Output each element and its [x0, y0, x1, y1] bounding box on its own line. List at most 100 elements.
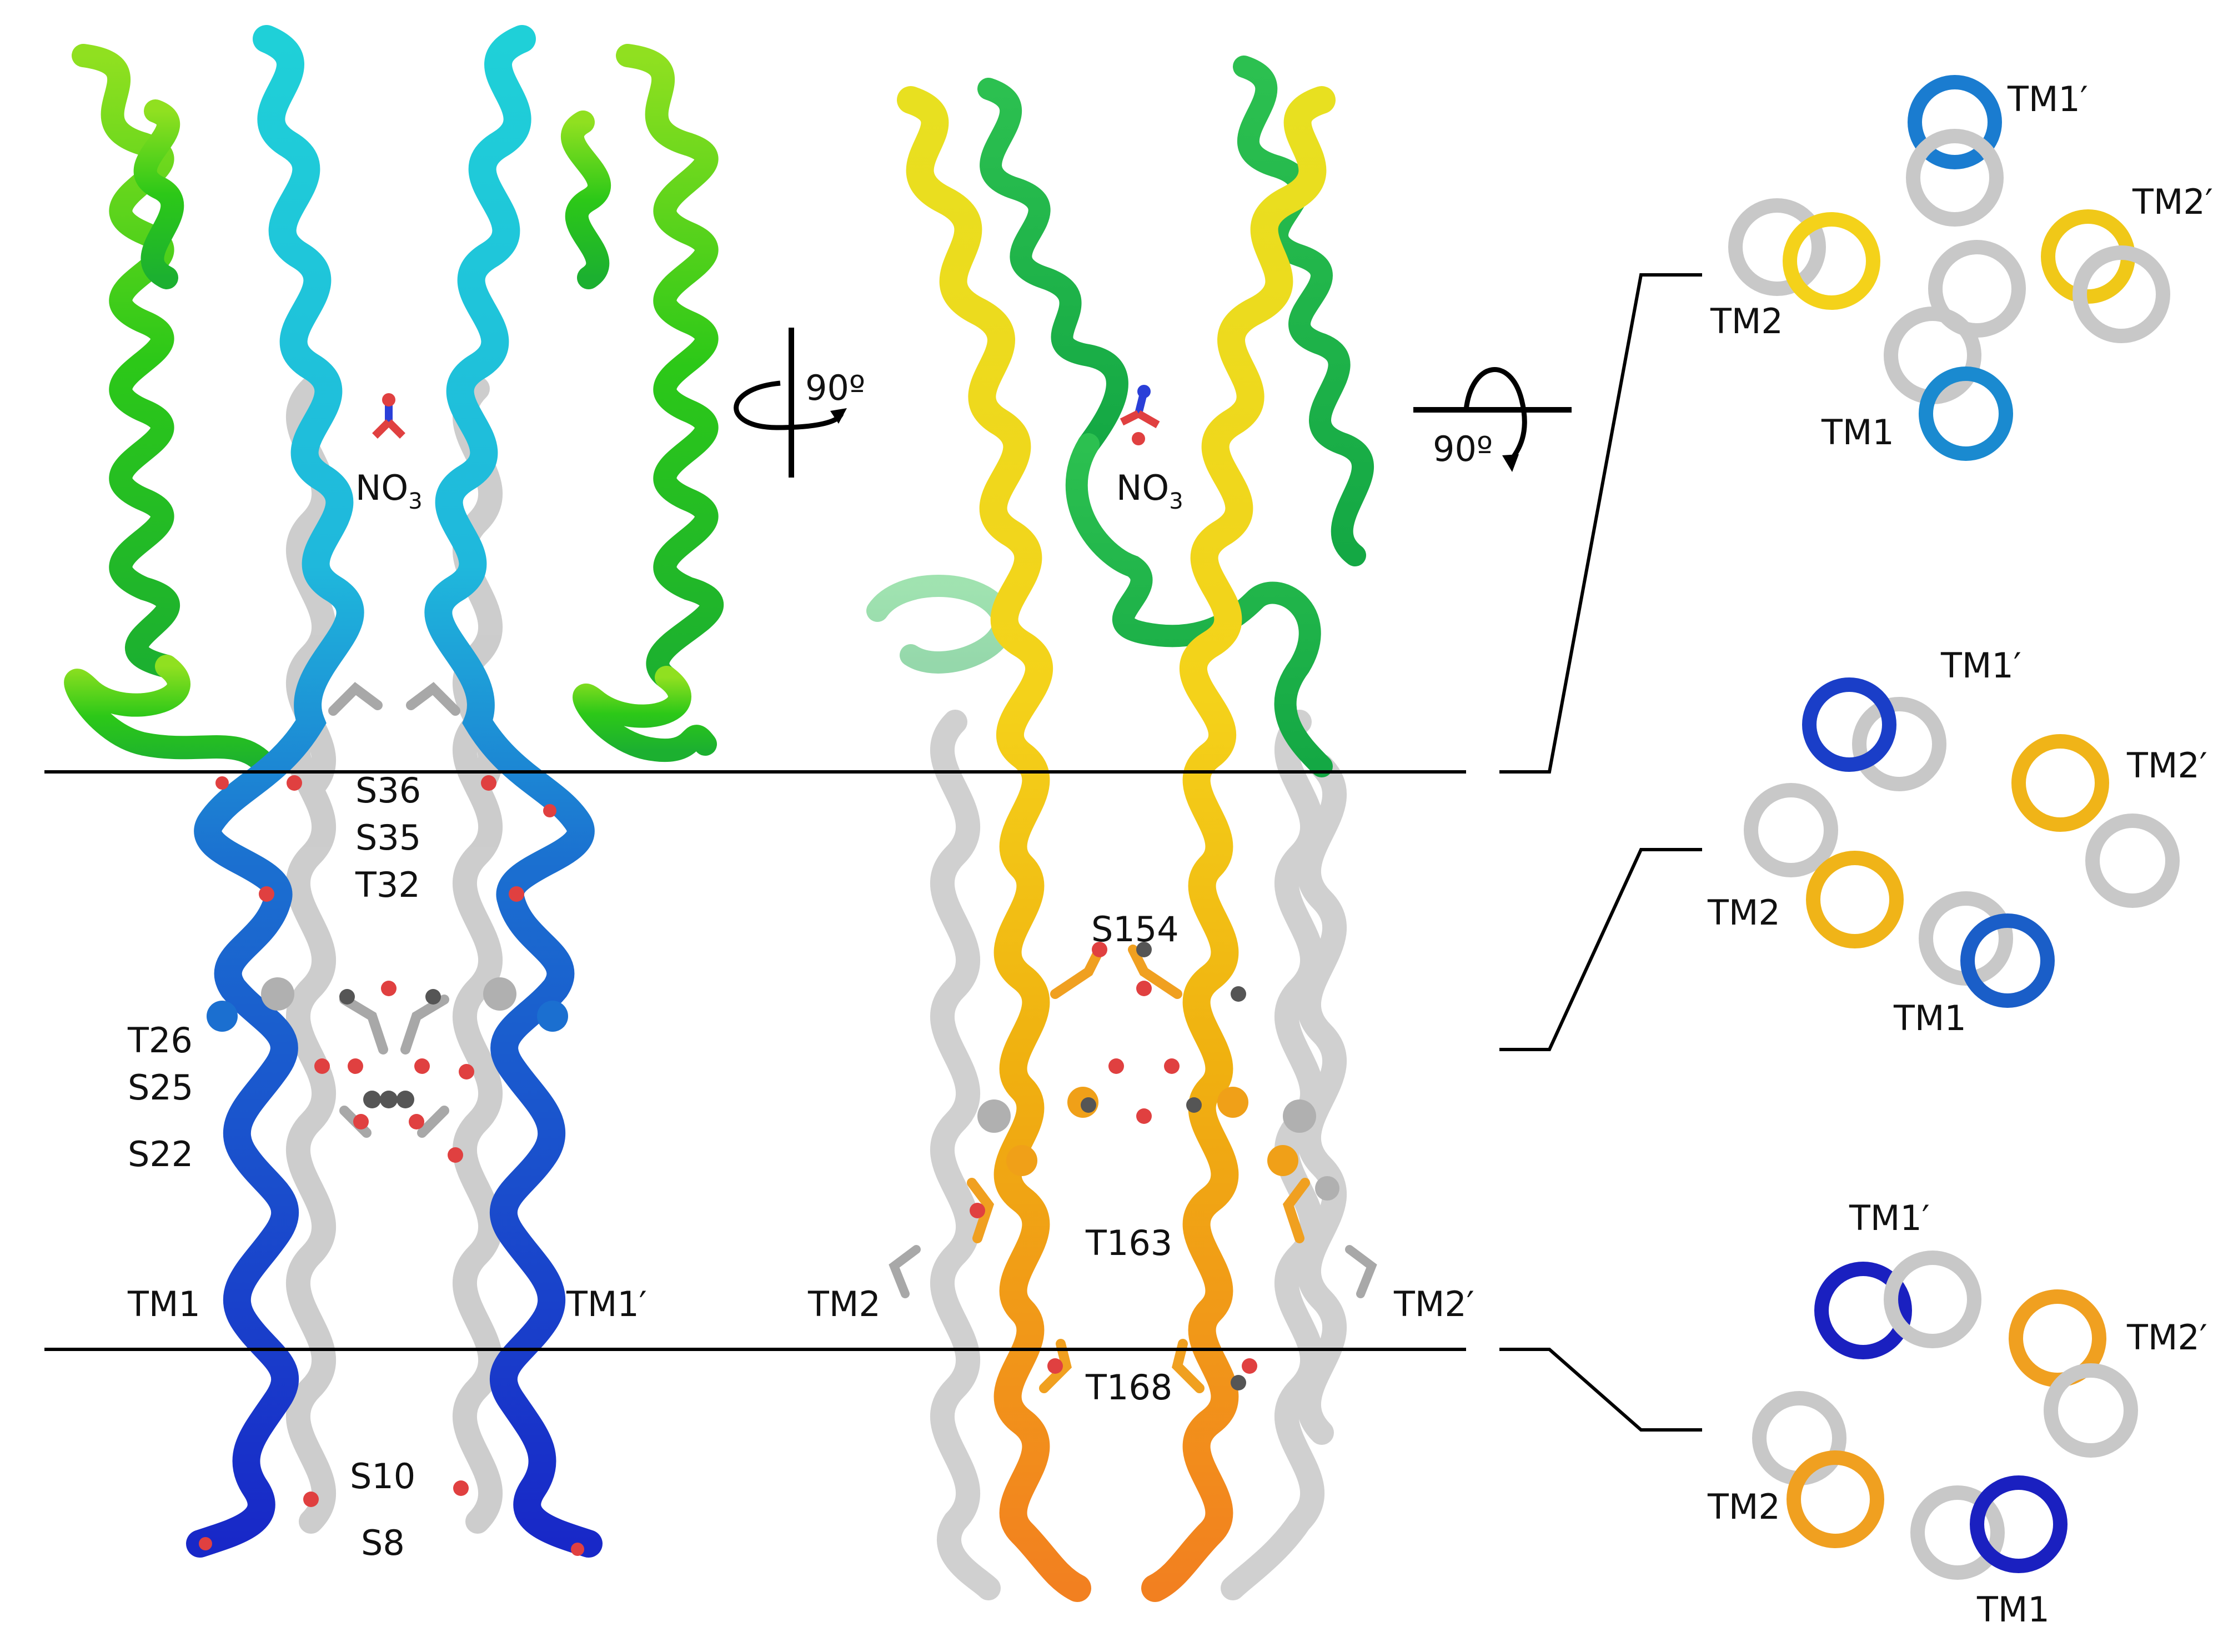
label-tm1: TM1 [1976, 1589, 2050, 1630]
connector-middle [1499, 848, 1702, 1051]
residue-label: T168 [1085, 1367, 1172, 1408]
grey-ring [2073, 245, 2170, 343]
grey-helix-b-far-right [1297, 754, 1347, 1445]
panel-b-labels: NO3 S154 T163 T168 TM2 TM2′ [807, 468, 1474, 1408]
label-tm1: TM1 [1821, 412, 1894, 453]
grey-ring [1728, 198, 1826, 296]
green-faint-loop-b [866, 575, 1015, 674]
panel-a-labels: NO3 S36 S35 T32 T26 S25 S22 S10 S8 TM1 T… [127, 468, 647, 1563]
label-tm2: TM2 [1707, 892, 1780, 933]
cross-section-2: TM1′ TM2′ TM2 TM1 [1707, 645, 2207, 1038]
grey-atom-sphere [977, 1099, 1011, 1133]
orange-atom-sphere [1267, 1145, 1298, 1176]
water-oxygen [1108, 1058, 1124, 1074]
carbon-atom [339, 989, 355, 1005]
grey-atom-sphere [1315, 1176, 1339, 1201]
tm1-prime-ring [1802, 677, 1896, 772]
residue-label: S8 [361, 1523, 405, 1563]
oxygen-atom [353, 1114, 369, 1129]
residue-label: S25 [128, 1067, 193, 1108]
panel-b-green-loops [866, 56, 1374, 777]
oxygen-atom [1092, 942, 1107, 957]
rotation-label-2: 90º [1433, 429, 1493, 469]
carbon-atom [425, 989, 441, 1005]
tm1-helix [186, 25, 364, 1558]
water-oxygen [1136, 981, 1152, 996]
panel-a-main-helices [186, 25, 603, 1558]
carbon-atom [1136, 942, 1152, 957]
tm1-ring [1919, 366, 2013, 461]
oxygen-atom [259, 886, 274, 902]
green-loop-a-right [573, 666, 717, 762]
label-tm1-prime: TM1′ [2007, 79, 2088, 119]
label-tm2-prime: TM2′ [2126, 745, 2207, 786]
tm1-ring [1960, 913, 2055, 1008]
label-tm2: TM2 [1707, 1487, 1780, 1527]
label-tm2-prime: TM2′ [2132, 182, 2213, 222]
oxygen-atom [409, 1114, 424, 1129]
residue-label: S10 [350, 1456, 415, 1497]
tm1-prime-ring [1908, 75, 2002, 169]
orange-atom-sphere [1217, 1087, 1248, 1118]
label-tm2: TM2 [1710, 301, 1783, 342]
residue-label: S22 [128, 1134, 193, 1174]
no3-molecule-a [372, 393, 405, 439]
grey-ring [2044, 1363, 2138, 1458]
oxygen-atom [459, 1064, 474, 1079]
helix-label-tm1-prime: TM1′ [566, 1284, 647, 1324]
rotation-arrow-vertical: 90º [734, 328, 865, 478]
side-chain [1345, 1245, 1377, 1298]
oxygen-atom [314, 1058, 330, 1074]
water-oxygen [1164, 1058, 1180, 1074]
residue-label: S35 [355, 817, 421, 858]
blue-atom-sphere [207, 1001, 238, 1032]
side-chain [1282, 1178, 1310, 1243]
oxygen-atom [215, 776, 229, 790]
blue-atom-sphere [537, 1001, 568, 1032]
tm2-ring [1806, 851, 1904, 948]
panel-a: NO3 S36 S35 T32 T26 S25 S22 S10 S8 TM1 T… [64, 25, 724, 1563]
green-loop-a-left [64, 655, 278, 778]
side-chain [417, 1106, 449, 1138]
oxygen-atom [287, 775, 302, 791]
grey-ring [1928, 240, 2026, 338]
label-tm2-prime: TM2′ [2126, 1317, 2207, 1358]
grey-atom-sphere [1283, 1099, 1316, 1133]
residue-label: T26 [127, 1020, 193, 1061]
panel-b-atoms [970, 942, 1339, 1390]
side-chain [328, 682, 383, 716]
water-oxygen [1136, 1108, 1152, 1124]
helix-label-tm2-prime: TM2′ [1393, 1284, 1474, 1324]
side-chain [1172, 1339, 1205, 1393]
panel-b: NO3 S154 T163 T168 TM2 TM2′ [807, 56, 1474, 1602]
side-chain [967, 1178, 995, 1243]
side-chain [1050, 945, 1105, 999]
no3-molecule-b [1120, 385, 1160, 445]
rotation-label-1: 90º [805, 368, 865, 408]
side-chain [1128, 945, 1182, 999]
oxygen-atom [453, 1480, 469, 1496]
grey-atom-sphere [261, 977, 294, 1011]
side-chain [400, 995, 449, 1055]
grey-ring [1744, 783, 1838, 877]
oxygen-atom [543, 804, 556, 817]
residue-label: S154 [1091, 909, 1179, 950]
orange-atom-sphere [1006, 1145, 1037, 1176]
carbon-atom [1081, 1097, 1096, 1113]
label-tm1-prime: TM1′ [1940, 645, 2021, 686]
oxygen-atom [1242, 1358, 1257, 1374]
cross-section-3: TM1′ TM2′ TM2 TM1 [1707, 1198, 2207, 1630]
grey-ring [1906, 129, 2004, 227]
tm2-ring [1783, 212, 1880, 310]
carbon-atom [1231, 1375, 1246, 1390]
residue-label: T32 [355, 865, 420, 905]
green-helix-a-inner-right [561, 111, 611, 289]
green-loop-b [1065, 433, 1333, 777]
no3-label-b: NO3 [1116, 468, 1183, 514]
label-tm1-prime: TM1′ [1849, 1198, 1930, 1238]
grey-ring [1752, 1391, 1846, 1485]
oxygen-atom [414, 1058, 430, 1074]
side-chain [1039, 1339, 1072, 1393]
connector-bottom [1499, 1348, 1702, 1432]
